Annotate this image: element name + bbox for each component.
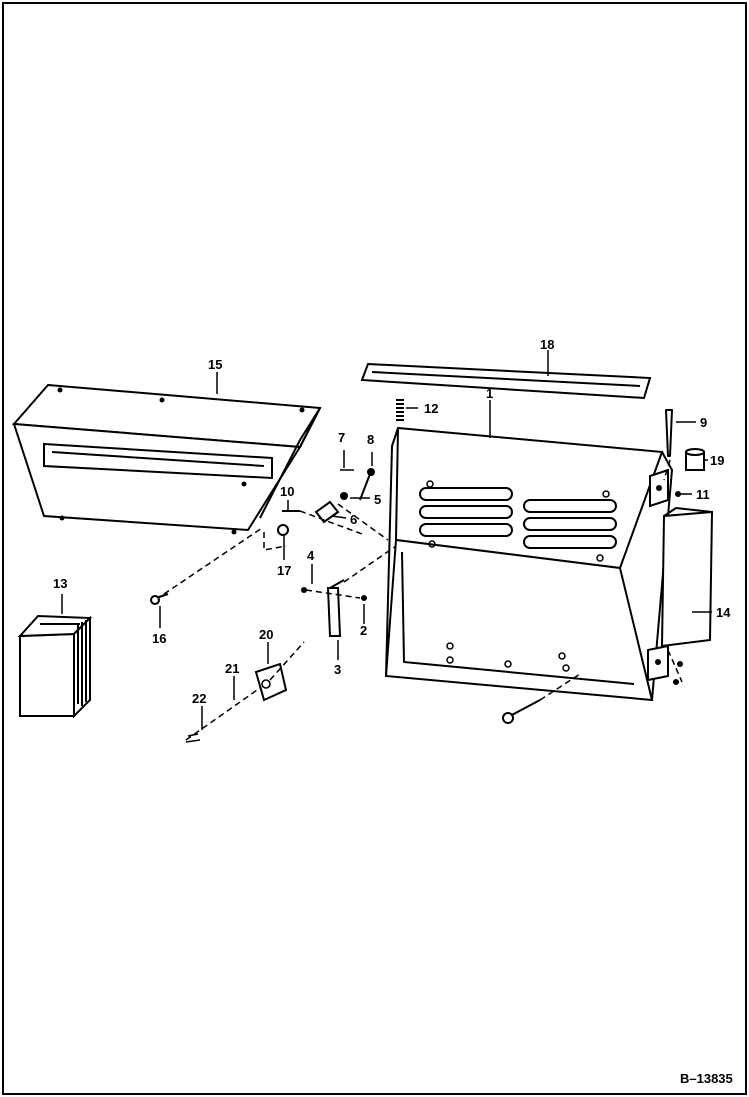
part-14-side-box xyxy=(660,507,714,648)
callout-3: 3 xyxy=(334,662,341,677)
part-13-box xyxy=(17,614,93,719)
assembly-lines xyxy=(163,459,683,741)
callout-20: 20 xyxy=(259,627,273,642)
figure-id: B–13835 xyxy=(680,1071,733,1086)
callout-22: 22 xyxy=(192,691,206,706)
callout-10: 10 xyxy=(280,484,294,499)
part-15-upper-cover xyxy=(11,383,322,535)
callout-14: 14 xyxy=(716,605,731,620)
callout-5: 5 xyxy=(374,492,381,507)
callout-19: 19 xyxy=(710,453,724,468)
callout-11: 11 xyxy=(696,487,710,502)
hinge-brackets xyxy=(647,468,669,682)
callout-21: 21 xyxy=(225,661,239,676)
callout-9: 9 xyxy=(700,415,707,430)
part-18-seal-strip xyxy=(360,362,652,400)
part-1-main-panel xyxy=(384,426,673,702)
callout-7: 7 xyxy=(338,430,345,445)
callout-8: 8 xyxy=(367,432,374,447)
callout-6: 6 xyxy=(350,512,357,527)
leader-lines xyxy=(61,350,712,730)
callout-13: 13 xyxy=(53,576,67,591)
callout-1: 1 xyxy=(486,386,493,401)
callout-15: 15 xyxy=(208,357,222,372)
callout-16: 16 xyxy=(152,631,166,646)
callout-2: 2 xyxy=(360,623,367,638)
callout-18: 18 xyxy=(540,337,554,352)
callout-4: 4 xyxy=(307,548,315,563)
callout-12: 12 xyxy=(424,401,438,416)
callout-labels: 1 2 3 4 5 6 7 8 9 10 11 12 13 14 15 16 1… xyxy=(53,337,731,706)
callout-17: 17 xyxy=(277,563,291,578)
